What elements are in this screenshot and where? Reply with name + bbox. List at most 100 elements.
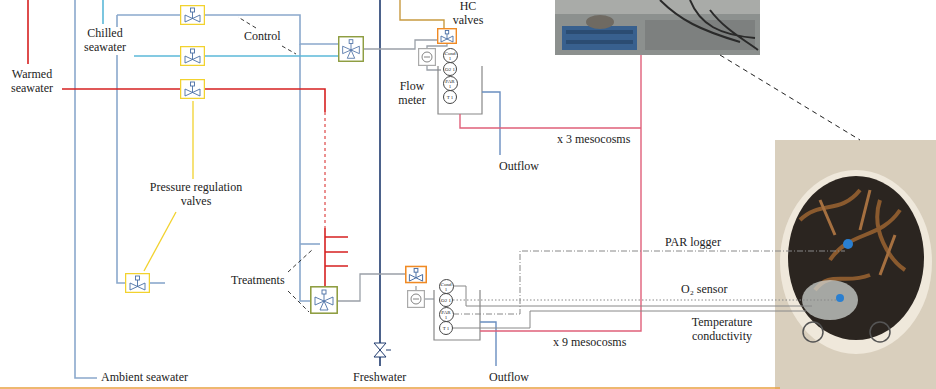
freshwater-line: [386, 350, 391, 351]
callout-leader: [288, 291, 309, 312]
diagram-label: Treatments: [230, 274, 286, 288]
diagram-label: Ambient seawater: [100, 371, 189, 385]
photo-mesocosm: [820, 190, 895, 275]
pressure-regulation-valve: [181, 47, 205, 66]
mixed-supply-line: [415, 286, 416, 290]
photo-pallets: [562, 26, 637, 50]
diagram-label: PAR logger: [664, 236, 722, 250]
sensor-label: Cond 1: [440, 282, 453, 292]
sensor-circle: T 1: [439, 321, 453, 335]
pressure-valve-leader: [144, 212, 176, 271]
freshwater-line: [379, 0, 381, 343]
diagram-label: Chilled seawater: [76, 27, 134, 55]
warmed-seawater-line: [205, 89, 325, 112]
pressure-regulation-valve: [126, 6, 205, 293]
sensor-circle: PAR 1: [443, 76, 458, 91]
diagram-label: Outflow: [498, 160, 540, 174]
pressure-regulation-valve: [126, 274, 150, 293]
chilled-seawater-line: [205, 55, 338, 57]
mesocosm-tank: [434, 66, 482, 340]
sensor-circle: O2 1: [439, 293, 453, 307]
photo-pallets: [566, 40, 633, 44]
ambient-seawater-line: [300, 44, 310, 301]
sensor-label: T 1: [447, 95, 454, 100]
sensor-circle: PAR 1: [439, 307, 454, 322]
warmed-seawater-line: [325, 237, 348, 266]
sensor-cable: [453, 251, 845, 328]
ambient-seawater-line: [75, 0, 338, 378]
diagram-label: Temperature conductivity: [680, 316, 764, 344]
ambient-seawater-line: [300, 243, 320, 245]
diagram-label: Outflow: [488, 371, 530, 385]
diagram-label: Flow meter: [390, 80, 434, 108]
sensor-label: Cond 1: [444, 51, 457, 61]
diagram-label: Warmed seawater: [2, 68, 62, 96]
mixing-valve: [311, 37, 363, 313]
sensor-cable: [453, 286, 812, 306]
return-line: [460, 55, 641, 331]
photo-mesocosm: [780, 170, 932, 354]
photo-mesocosm: [775, 140, 936, 389]
photo-mesocosm: [843, 239, 853, 249]
callout-leader: [282, 46, 296, 54]
warmed-seawater-line: [325, 112, 326, 228]
diagram-label: Pressure regulation valves: [148, 181, 244, 209]
flow-meter: [419, 49, 436, 66]
mixing-valve: [311, 287, 337, 313]
diagram-label: x 3 mesocosms: [556, 133, 631, 147]
mixed-supply-line: [425, 298, 434, 299]
hc-valve: [438, 29, 457, 44]
mixed-supply-line: [427, 66, 441, 70]
bottom-rule: [0, 387, 780, 389]
diagram-label: HC valves: [447, 0, 489, 28]
outflow-line: [480, 92, 500, 366]
hc-valve: [406, 266, 426, 282]
photo-pallets: [555, 0, 760, 55]
photo-mesocosm: [775, 140, 936, 389]
photo-mesocosm: [788, 176, 924, 340]
pressure-regulation-valve: [181, 6, 205, 25]
ambient-seawater-line: [75, 0, 97, 378]
photo-pallets: [555, 0, 760, 14]
mesocosm-tank: [434, 290, 480, 340]
callout-leader: [238, 17, 256, 28]
sensor-label: PAR 1: [440, 310, 453, 320]
photo-mesocosm: [836, 294, 844, 302]
ambient-seawater-line: [117, 15, 125, 283]
sensor-label: PAR 1: [444, 79, 457, 89]
freshwater-line: [374, 0, 391, 366]
photo-mesocosm: [803, 322, 823, 342]
warmed-seawater-line: [28, 0, 348, 286]
chilled-seawater-line: [134, 55, 180, 57]
flow-meter: [408, 291, 425, 308]
photo-pallets: [586, 15, 614, 29]
sensor-label: O2 1: [441, 298, 451, 303]
diagram-label: O₂ sensor: [680, 283, 729, 297]
diagram-label: Freshwater: [352, 371, 407, 385]
sensor-circle: T 1: [443, 90, 457, 104]
hc-valve: [406, 29, 457, 283]
outflow-line: [482, 92, 500, 155]
diagram-label: Control: [243, 30, 282, 44]
freshwater-line: [374, 343, 386, 357]
warmed-seawater-line: [62, 88, 180, 90]
photo-pallets: [566, 30, 633, 34]
photo-pallets: [660, 0, 758, 50]
freshwater-line: [379, 357, 381, 366]
mixing-valve: [339, 37, 364, 62]
sensor-label: T 1: [443, 326, 450, 331]
mixed-supply-line: [364, 40, 437, 49]
photo-mesocosm: [870, 322, 890, 342]
callout-leader: [288, 250, 312, 272]
warmed-seawater-line: [27, 0, 29, 64]
pressure-regulation-valve: [181, 80, 205, 99]
return-line: [480, 55, 641, 331]
sensor-circle: Cond 1: [439, 279, 454, 294]
hc-supply-line: [400, 0, 444, 28]
chilled-seawater-line: [103, 0, 338, 56]
return-line: [460, 114, 641, 128]
sensor-circle: Cond 1: [443, 48, 458, 63]
